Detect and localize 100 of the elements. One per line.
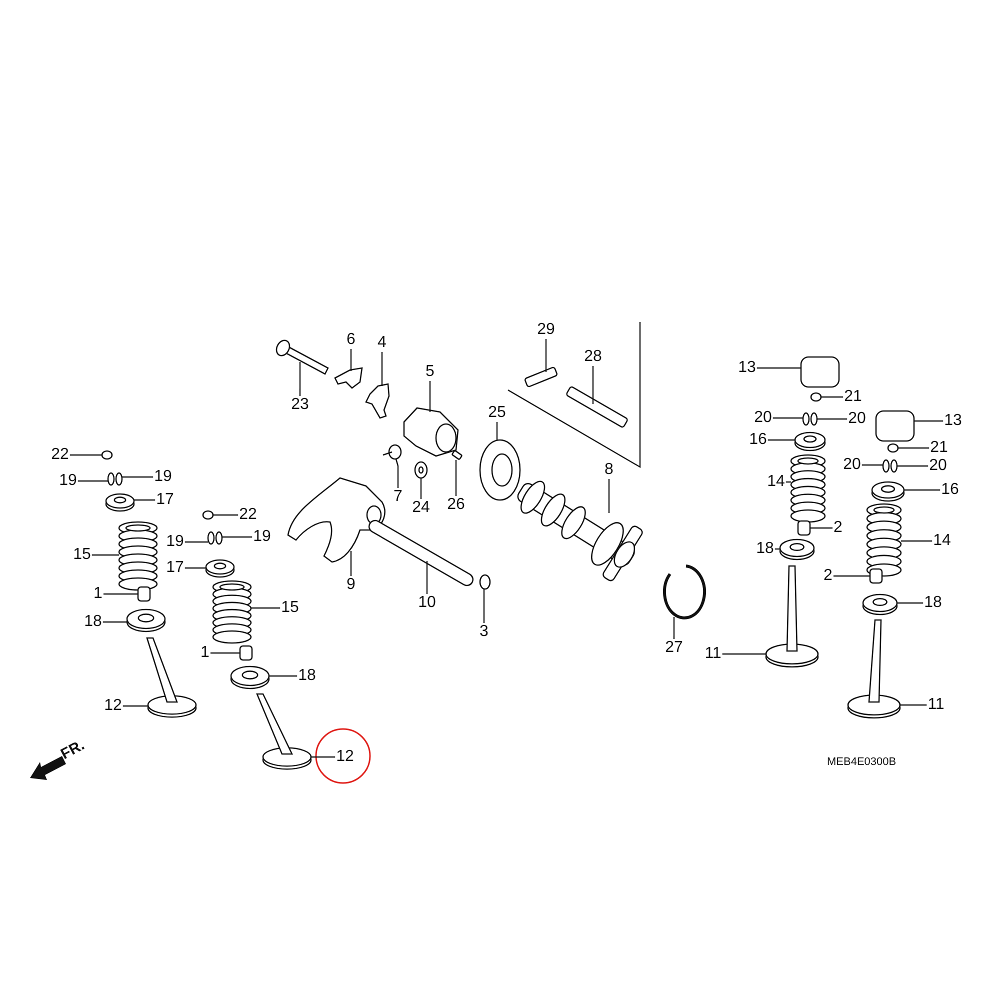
leader-line — [299, 362, 301, 396]
leader-line — [213, 514, 238, 516]
ring-drawing — [479, 574, 491, 590]
stem-seal-drawing — [797, 520, 811, 536]
leader-line — [397, 466, 399, 488]
callout-number: 13 — [737, 359, 757, 377]
lever-drawing — [365, 383, 390, 419]
callout-number: 28 — [583, 348, 603, 366]
callout-number: 20 — [753, 409, 773, 427]
callout-number: 19 — [58, 472, 78, 490]
callout-number: 20 — [842, 456, 862, 474]
spring-retainer-drawing — [871, 481, 905, 502]
callout-number: 6 — [346, 331, 356, 349]
cotter-ball-drawing — [202, 510, 214, 520]
leader-line — [78, 480, 108, 482]
leader-line — [483, 589, 485, 623]
leader-line — [381, 352, 383, 386]
leader-line — [772, 417, 803, 419]
callout-number: 14 — [932, 532, 952, 550]
valve-drawing — [765, 565, 819, 668]
valve-keeper-drawing — [207, 531, 215, 545]
tappet-drawing — [875, 410, 915, 442]
callout-number: 17 — [155, 491, 175, 509]
callout-number: 25 — [487, 404, 507, 422]
leader-line — [184, 567, 206, 569]
valve-drawing — [256, 693, 312, 770]
drawing-code: MEB4E0300B — [827, 757, 896, 768]
callout-number: 1 — [200, 644, 210, 662]
leader-line — [810, 527, 833, 529]
callout-number: 18 — [755, 540, 775, 558]
tappet-drawing — [800, 356, 840, 388]
leader-line — [900, 704, 927, 706]
rocker-arm-drawing — [287, 477, 386, 563]
leader-line — [210, 652, 240, 654]
leader-line — [429, 381, 431, 412]
callout-number: 16 — [940, 481, 960, 499]
valve-keeper-drawing — [882, 459, 890, 473]
callout-number: 5 — [424, 363, 436, 381]
leader-line — [897, 465, 928, 467]
callout-number: 13 — [943, 412, 963, 430]
leader-line — [774, 548, 780, 550]
callout-number: 15 — [280, 599, 300, 617]
callout-number: 20 — [847, 410, 867, 428]
stem-seal-drawing — [239, 645, 253, 661]
callout-number: 17 — [165, 559, 185, 577]
callout-number: 15 — [72, 546, 92, 564]
leader-line — [817, 418, 848, 420]
spring-seat-drawing — [126, 608, 166, 632]
callout-number: 18 — [297, 667, 317, 685]
callout-number: 23 — [290, 396, 310, 414]
valve-spring-drawing — [866, 503, 902, 577]
washer-drawing — [414, 461, 428, 479]
bearing-drawing — [479, 439, 521, 501]
valve-spring-drawing — [118, 521, 158, 591]
leader-line — [786, 481, 791, 483]
leader-line — [222, 536, 252, 538]
callout-number: 4 — [376, 334, 388, 352]
leader-line — [122, 476, 154, 478]
callout-number: 20 — [928, 457, 948, 475]
cotter-ball-drawing — [810, 392, 822, 402]
callout-number: 22 — [238, 506, 258, 524]
leader-line — [420, 478, 422, 499]
leader-line — [426, 561, 428, 594]
valve-drawing — [146, 637, 197, 718]
leader-line — [821, 396, 844, 398]
leader-line — [184, 541, 208, 543]
callout-number: 3 — [478, 623, 490, 641]
valve-keeper-drawing — [890, 459, 898, 473]
leader-line — [311, 756, 336, 758]
cotter-ball-drawing — [887, 443, 899, 453]
leader-line — [350, 349, 352, 371]
valve-keeper-drawing — [810, 412, 818, 426]
callout-number: 10 — [417, 594, 437, 612]
leader-line — [914, 420, 944, 422]
leader-line — [92, 554, 119, 556]
leader-line — [592, 366, 594, 404]
callout-number: 7 — [392, 488, 404, 506]
leader-line — [134, 499, 156, 501]
camshaft-drawing — [515, 480, 644, 583]
callout-number: 19 — [153, 468, 173, 486]
leader-line — [608, 479, 610, 513]
leader-line — [102, 621, 127, 623]
leader-line — [122, 705, 148, 707]
leader-line — [269, 675, 298, 677]
callout-number: 21 — [929, 439, 949, 457]
spring-retainer-drawing — [205, 559, 235, 578]
leader-line — [901, 540, 932, 542]
direction-label: FR. — [58, 738, 87, 762]
leader-line — [898, 447, 930, 449]
pin-drawing — [451, 450, 463, 460]
callout-number: 2 — [822, 567, 834, 585]
valve-keeper-drawing — [115, 472, 123, 486]
leader-line — [722, 653, 766, 655]
callout-number: 12 — [103, 697, 123, 715]
spring-seat-drawing — [862, 594, 898, 616]
valve-keeper-drawing — [107, 472, 115, 486]
leader-line — [768, 439, 795, 441]
spring-seat-drawing — [779, 538, 815, 560]
leader-line — [897, 602, 924, 604]
leader-line — [455, 460, 457, 496]
